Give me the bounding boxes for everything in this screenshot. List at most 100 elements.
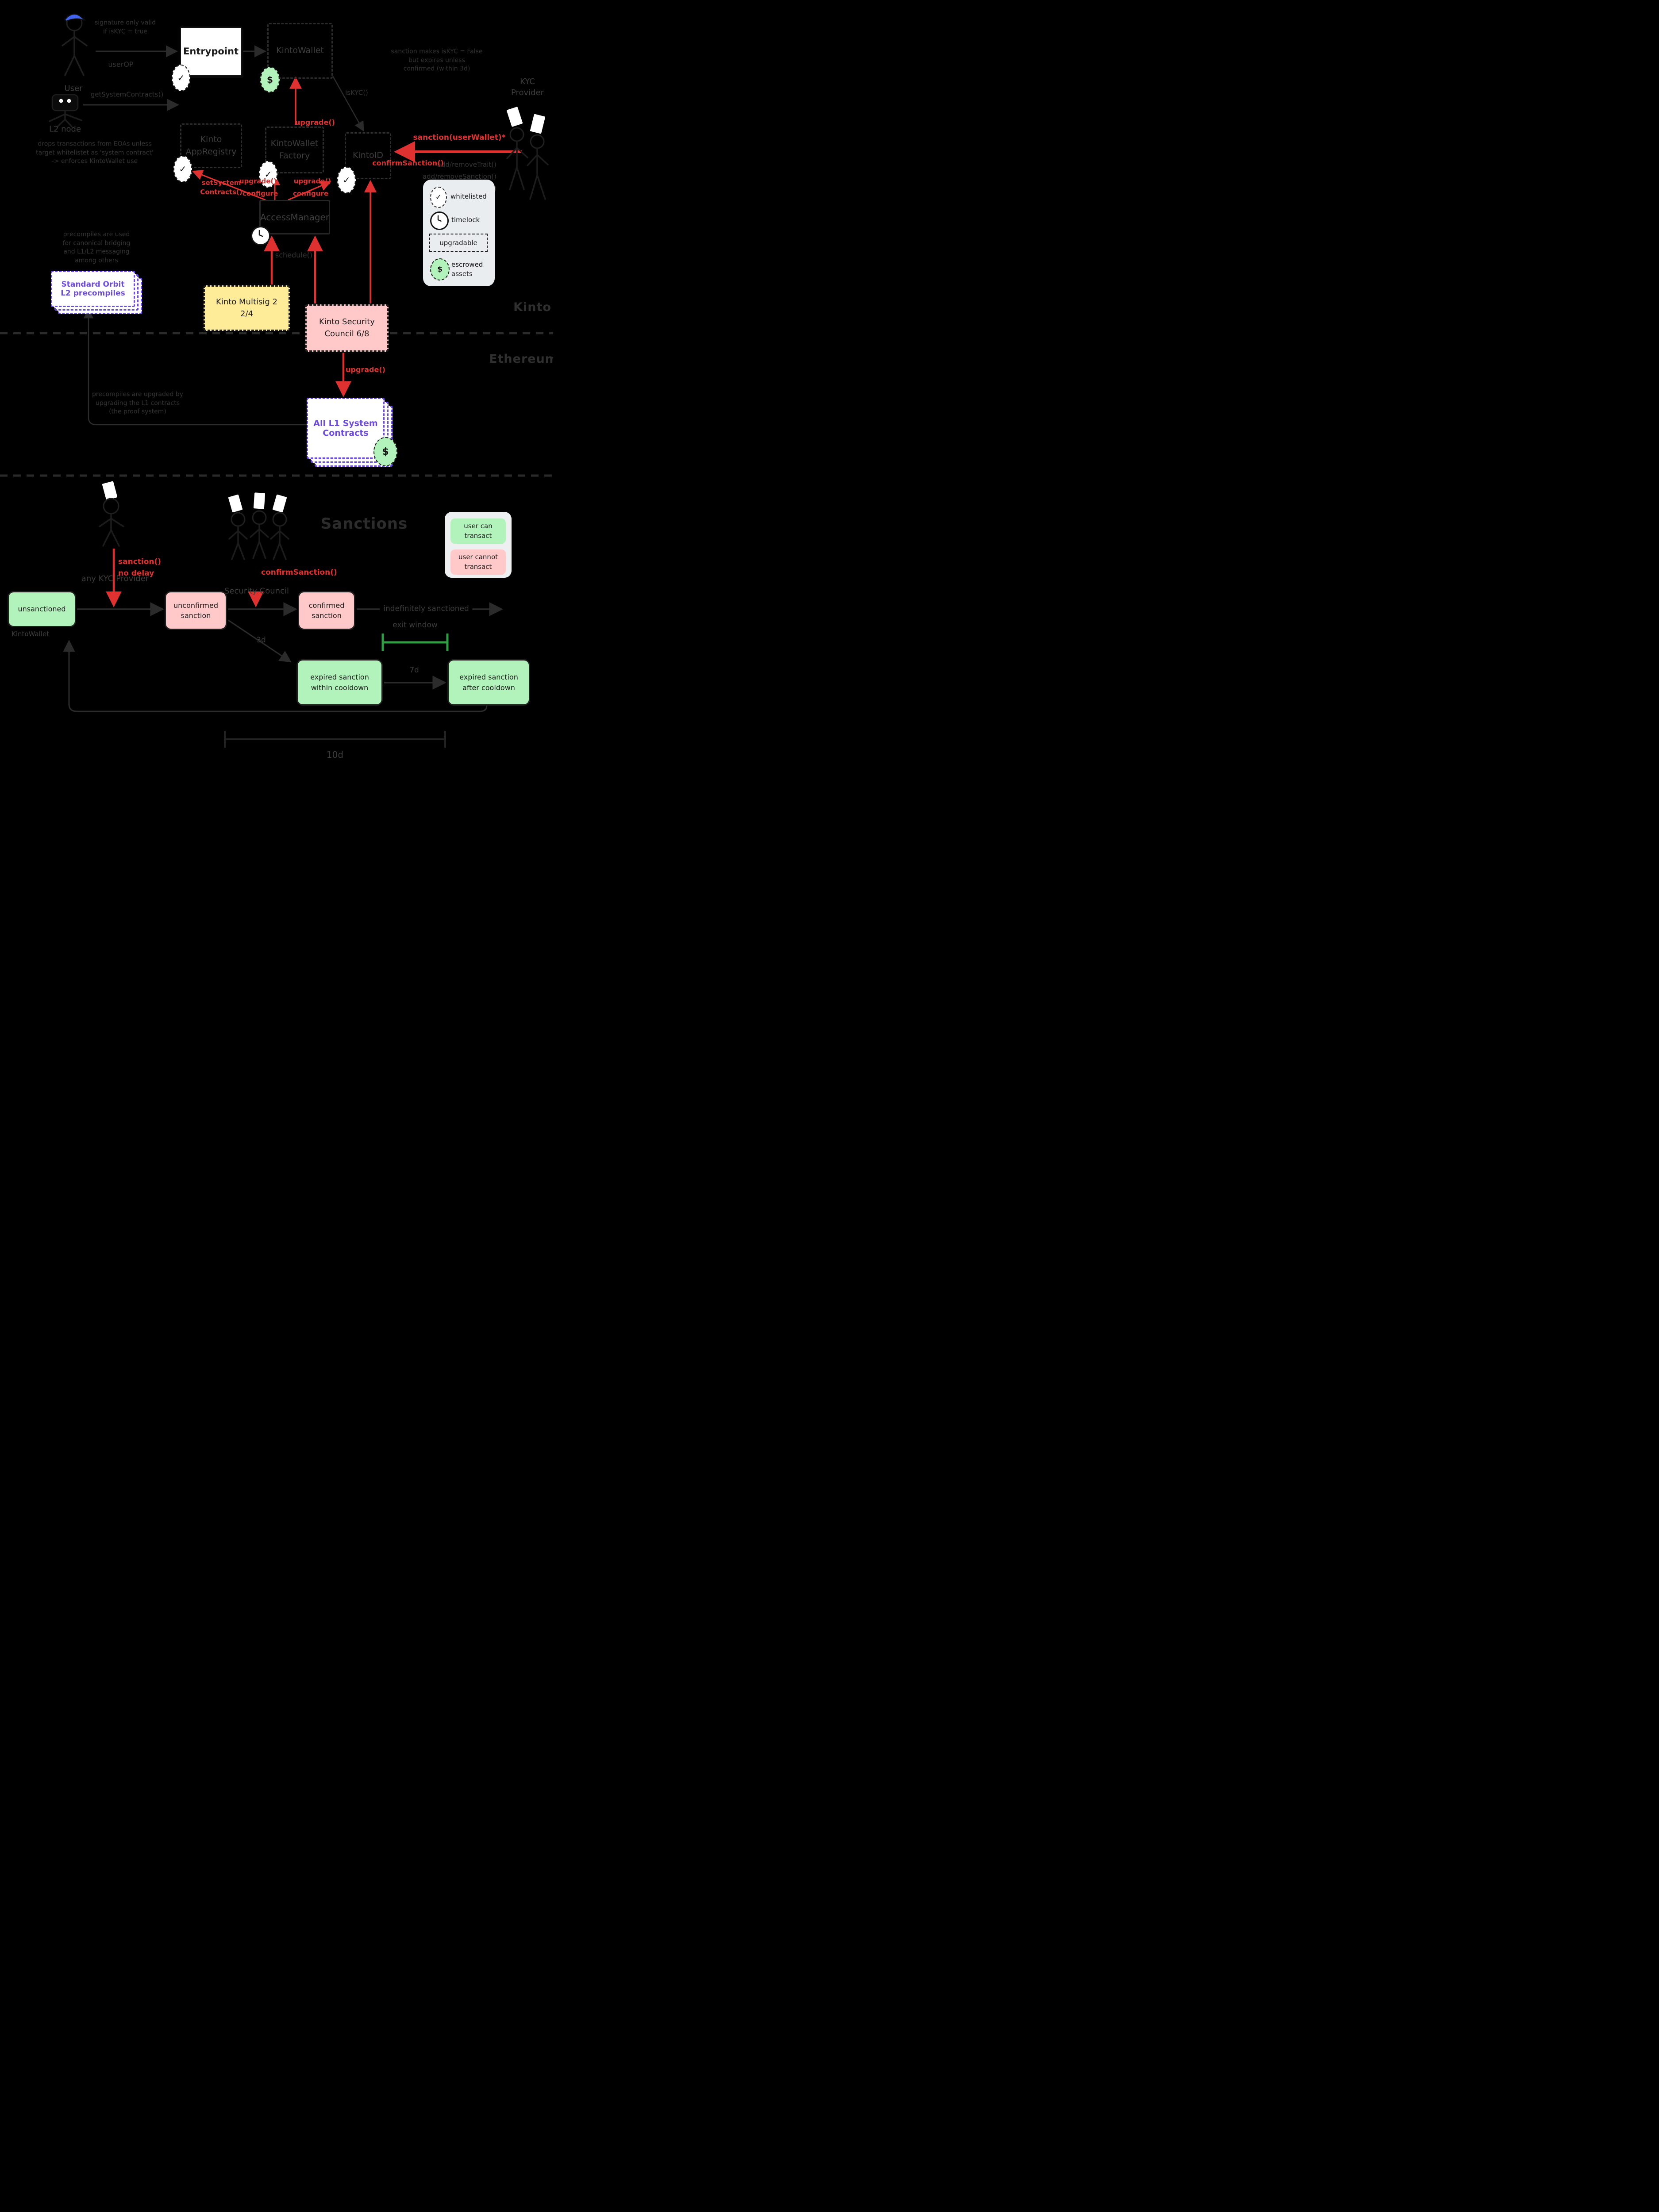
kyc-provider-figures — [506, 107, 549, 200]
state-expired-after: expired sanction after cooldown — [447, 659, 530, 706]
upgrade-factory-label: upgrade() — [295, 118, 335, 127]
timelock-clock-icon-am — [251, 226, 270, 246]
user-figure — [62, 14, 88, 76]
legend-whitelisted-label: whitelisted — [450, 192, 487, 200]
userop-label: userOP — [108, 60, 134, 69]
kinto-multisig-box: Kinto Multisig 2 2/4 — [204, 285, 290, 331]
appregistry-label: Kinto AppRegistry — [185, 134, 237, 157]
sanction-no-delay-label: sanction() no delay — [118, 557, 162, 578]
escrowed-badge-l1: $ — [373, 437, 397, 466]
schedule-label: schedule() — [275, 250, 313, 259]
legend-escrowed-icon: $ — [430, 258, 450, 280]
configure-right-label: configure — [293, 189, 328, 198]
whitelisted-badge-appregistry: ✓ — [173, 156, 192, 182]
security-council-figures — [228, 492, 289, 560]
state-expired-within: expired sanction within cooldown — [296, 659, 383, 706]
kintoid-label: KintoID — [352, 150, 384, 161]
legend-box: ✓ whitelisted timelock upgradable $ escr… — [423, 180, 495, 286]
dollar-icon: $ — [382, 446, 389, 457]
ethereum-zone-label: Ethereum — [489, 352, 553, 366]
upgrade-left-label: upgrade() — [239, 177, 277, 185]
path-return-to-unsanctioned — [63, 640, 488, 712]
indefinitely-sanctioned-label: indefinitely sanctioned — [380, 604, 473, 614]
entrypoint-label: Entrypoint — [183, 46, 239, 57]
entrypoint-box: Entrypoint — [180, 27, 242, 76]
state-unsanctioned-label: unsanctioned — [18, 605, 66, 614]
kyc-provider-label: KYC Provider — [511, 77, 544, 97]
legend-whitelisted-icon: ✓ — [430, 187, 447, 208]
factory-label: KintoWallet Factory — [270, 138, 319, 161]
appregistry-box: Kinto AppRegistry — [180, 123, 242, 168]
legend-timelock-label: timelock — [451, 216, 480, 224]
state-unsanctioned: unsanctioned — [8, 591, 76, 627]
add-remove-sanction-label: add/removeSanction() — [422, 173, 497, 180]
getsystemcontracts-label: getSystemContracts() — [90, 90, 164, 99]
dollar-icon: $ — [267, 74, 273, 85]
sanction-note: sanction makes isKYC = False but expires… — [391, 48, 483, 73]
any-kyc-provider-label: any KYC Provider — [81, 574, 149, 584]
state-expired-after-label: expired sanction after cooldown — [459, 673, 518, 692]
kintowallet-box: KintoWallet — [267, 23, 333, 79]
user-cap — [64, 14, 86, 22]
drops-note: drops transactions from EOAs unless targ… — [36, 140, 154, 165]
transition-3d-label: 3d — [256, 636, 266, 645]
factory-box: KintoWallet Factory — [265, 127, 324, 173]
state-confirmed-label: confirmed sanction — [308, 601, 345, 620]
state-unconfirmed: unconfirmed sanction — [165, 591, 227, 630]
transition-7d-label: 7d — [409, 666, 419, 675]
upgrade-l1-label: upgrade() — [346, 365, 385, 374]
confirmsanction-label: confirmSanction() — [372, 158, 444, 167]
check-icon: ✓ — [343, 175, 350, 185]
standard-orbit-label: Standard Orbit L2 precompiles — [61, 280, 125, 298]
setsystemcontracts-label: setSystem Contracts() — [200, 179, 242, 196]
kintoid-box: KintoID — [345, 132, 391, 179]
check-icon: ✓ — [179, 164, 187, 174]
legend-user-cannot-box: user cannot transact — [450, 549, 506, 575]
state-unconfirmed-label: unconfirmed sanction — [173, 601, 218, 620]
sanctions-legend: user can transact user cannot transact — [445, 512, 512, 578]
kinto-zone-label: Kinto — [513, 300, 551, 315]
state-confirmed: confirmed sanction — [298, 591, 355, 630]
dollar-icon: $ — [437, 265, 443, 274]
kintowallet-label: KintoWallet — [276, 46, 324, 56]
any-kyc-provider-figure — [99, 481, 124, 547]
all-l1-stack: All L1 System Contracts — [307, 398, 393, 467]
check-icon: ✓ — [177, 73, 185, 83]
l2-node-robot — [49, 94, 82, 127]
security-council-label: Security Council — [224, 586, 289, 596]
accessmanager-box: AccessManager — [259, 200, 330, 234]
bracket-exit-window — [381, 634, 449, 651]
legend-user-cannot-label: user cannot transact — [458, 553, 498, 571]
whitelisted-badge-entrypoint: ✓ — [172, 65, 190, 91]
check-icon: ✓ — [264, 169, 272, 180]
signature-note: signature only valid if isKYC = true — [95, 19, 156, 35]
legend-escrowed-label: escrowed assets — [451, 261, 483, 278]
upgrade-right-label: upgrade() — [293, 177, 331, 185]
legend-timelock-icon — [430, 211, 449, 230]
arrow-kintowallet-kintoid — [332, 76, 364, 132]
sanctions-title: Sanctions — [320, 515, 408, 533]
kinto-architecture-diagram: User L2 node signature only valid if isK… — [0, 0, 553, 768]
kinto-multisig-label: Kinto Multisig 2 2/4 — [216, 297, 277, 319]
state-expired-within-label: expired sanction within cooldown — [310, 673, 369, 692]
bracket-10d — [224, 731, 446, 748]
legend-user-can-label: user can transact — [464, 522, 493, 540]
add-remove-trait-label: add/removeTrait() — [437, 161, 497, 169]
security-council-box: Kinto Security Council 6/8 — [305, 304, 389, 352]
check-icon: ✓ — [435, 193, 442, 202]
iskyc-label: isKYC() — [345, 88, 368, 97]
escrowed-badge-kintowallet: $ — [260, 67, 280, 92]
standard-orbit-stack: Standard Orbit L2 precompiles — [51, 271, 142, 314]
sanction-userwallet-label: sanction(userWallet)* — [413, 133, 506, 142]
confirmsanction2-label: confirmSanction() — [261, 568, 337, 577]
accessmanager-label: AccessManager — [260, 211, 330, 223]
legend-upgradable-label: upgradable — [439, 239, 477, 247]
kintowallet-sublabel: KintoWallet — [12, 630, 50, 638]
transition-10d-label: 10d — [326, 749, 344, 760]
l2-node-label: L2 node — [49, 124, 81, 134]
whitelisted-badge-kintoid: ✓ — [337, 167, 356, 193]
precompiles-used-note: precompiles are used for canonical bridg… — [62, 230, 131, 264]
exit-window-label: exit window — [393, 621, 438, 630]
all-l1-label: All L1 System Contracts — [313, 419, 378, 438]
precompiles-upgraded-note: precompiles are upgraded by upgrading th… — [92, 391, 183, 415]
